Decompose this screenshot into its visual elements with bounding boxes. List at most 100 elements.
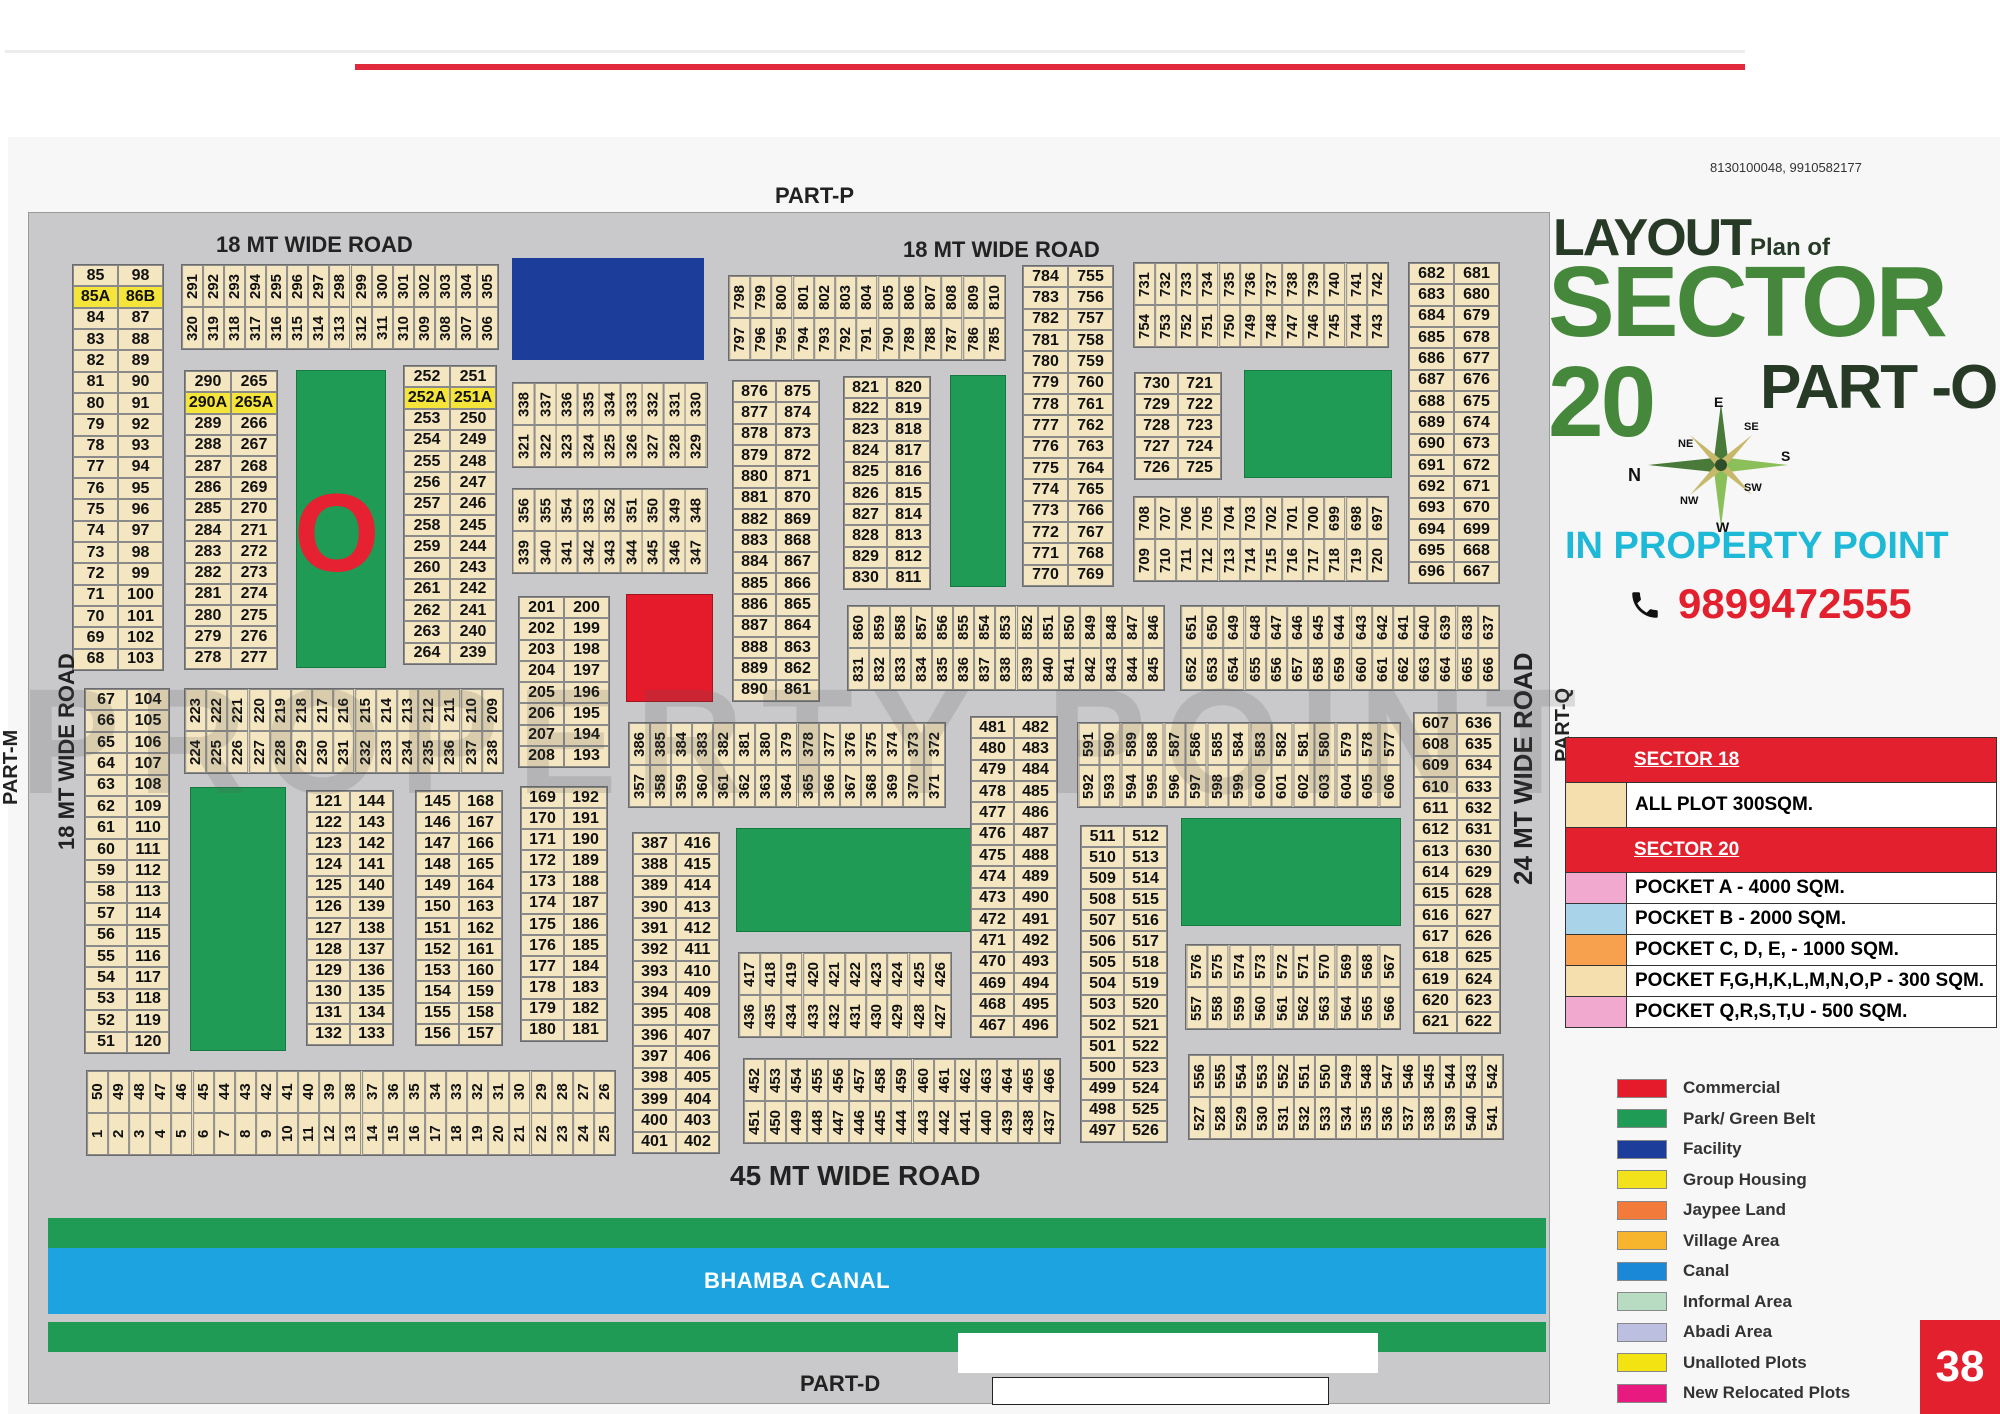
plot-cell[interactable]: 473 <box>971 887 1014 909</box>
plot-cell[interactable]: 44 <box>213 1071 235 1113</box>
plot-cell[interactable]: 628 <box>1457 883 1500 905</box>
plot-cell[interactable]: 549 <box>1335 1055 1357 1097</box>
plot-cell[interactable]: 312 <box>350 307 372 349</box>
plot-cell[interactable]: 140 <box>350 875 393 897</box>
plot-cell[interactable]: 708 <box>1134 497 1156 539</box>
plot-cell[interactable]: 169 <box>521 787 564 809</box>
plot-cell[interactable]: 321 <box>513 425 535 467</box>
plot-cell[interactable]: 773 <box>1023 500 1068 522</box>
plot-cell[interactable]: 514 <box>1124 868 1167 890</box>
plot-cell[interactable]: 610 <box>1414 777 1457 799</box>
plot-cell[interactable]: 208 <box>519 745 564 767</box>
plot-cell[interactable]: 517 <box>1124 931 1167 953</box>
plot-cell[interactable]: 699 <box>1324 497 1346 539</box>
plot-cell[interactable]: 789 <box>898 318 921 360</box>
plot-cell[interactable]: 107 <box>127 753 169 775</box>
plot-cell[interactable]: 259 <box>404 536 450 558</box>
plot-cell[interactable]: 316 <box>266 307 288 349</box>
plot-cell[interactable]: 42 <box>255 1071 278 1113</box>
plot-cell[interactable]: 402 <box>676 1131 719 1153</box>
plot-cell[interactable]: 713 <box>1218 539 1240 581</box>
plot-cell[interactable]: 167 <box>459 812 502 834</box>
plot-cell[interactable]: 325 <box>599 425 621 467</box>
plot-cell[interactable]: 10 <box>277 1113 299 1155</box>
plot-cell[interactable]: 292 <box>203 265 225 307</box>
plot-cell[interactable]: 705 <box>1197 497 1219 539</box>
plot-cell[interactable]: 75 <box>73 499 118 521</box>
plot-cell[interactable]: 419 <box>781 953 803 995</box>
plot-cell[interactable]: 177 <box>521 956 564 978</box>
plot-cell[interactable]: 244 <box>450 536 496 558</box>
plot-cell[interactable]: 445 <box>870 1101 892 1143</box>
plot-cell[interactable]: 637 <box>1477 606 1499 648</box>
plot-cell[interactable]: 352 <box>599 489 621 531</box>
plot-cell[interactable]: 390 <box>633 897 676 919</box>
plot-cell[interactable]: 261 <box>404 578 450 601</box>
plot-cell[interactable]: 872 <box>776 445 819 467</box>
plot-cell[interactable]: 475 <box>971 845 1014 867</box>
plot-cell[interactable]: 482 <box>1014 717 1057 739</box>
plot-cell[interactable]: 129 <box>307 960 350 982</box>
plot-cell[interactable]: 506 <box>1081 931 1124 953</box>
plot-cell[interactable]: 29 <box>530 1071 552 1113</box>
plot-cell[interactable]: 246 <box>450 493 496 515</box>
plot-cell[interactable]: 65 <box>85 731 127 754</box>
plot-cell[interactable]: 112 <box>127 860 169 882</box>
plot-cell[interactable]: 80 <box>73 392 118 415</box>
plot-cell[interactable]: 523 <box>1124 1057 1167 1079</box>
plot-cell[interactable]: 706 <box>1176 497 1198 539</box>
plot-cell[interactable]: 32 <box>467 1071 489 1113</box>
plot-cell[interactable]: 172 <box>521 850 564 872</box>
plot-cell[interactable]: 54 <box>85 967 127 989</box>
plot-cell[interactable]: 538 <box>1419 1097 1441 1139</box>
plot-cell[interactable]: 335 <box>577 383 600 425</box>
plot-cell[interactable]: 539 <box>1440 1097 1462 1139</box>
plot-cell[interactable]: 814 <box>887 504 930 526</box>
plot-cell[interactable]: 329 <box>685 425 707 467</box>
plot-cell[interactable]: 822 <box>844 398 887 420</box>
plot-cell[interactable]: 752 <box>1176 305 1198 347</box>
plot-cell[interactable]: 349 <box>663 489 686 531</box>
plot-cell[interactable]: 291 <box>182 265 204 307</box>
plot-cell[interactable]: 110 <box>127 817 169 839</box>
plot-cell[interactable]: 797 <box>729 318 751 360</box>
plot-cell[interactable]: 641 <box>1393 606 1415 648</box>
plot-cell[interactable]: 158 <box>459 1002 502 1024</box>
plot-cell[interactable]: 249 <box>450 429 496 452</box>
plot-cell[interactable]: 61 <box>85 817 127 839</box>
plot-cell[interactable]: 681 <box>1454 263 1499 285</box>
plot-cell[interactable]: 818 <box>887 419 930 441</box>
plot-cell[interactable]: 878 <box>733 423 776 445</box>
plot-cell[interactable]: 319 <box>203 307 225 349</box>
plot-cell[interactable]: 322 <box>534 425 557 467</box>
plot-cell[interactable]: 13 <box>340 1113 362 1155</box>
plot-cell[interactable]: 479 <box>971 759 1014 781</box>
plot-cell[interactable]: 765 <box>1068 479 1113 501</box>
plot-cell[interactable]: 278 <box>185 647 231 669</box>
plot-cell[interactable]: 415 <box>676 854 719 876</box>
plot-cell[interactable]: 52 <box>85 1010 127 1032</box>
plot-cell[interactable]: 68 <box>73 648 118 670</box>
plot-cell[interactable]: 881 <box>733 487 776 509</box>
plot-cell[interactable]: 241 <box>450 600 496 622</box>
plot-cell[interactable]: 745 <box>1324 305 1346 347</box>
plot-cell[interactable]: 800 <box>771 276 793 318</box>
plot-cell[interactable]: 157 <box>459 1023 502 1045</box>
plot-cell[interactable]: 721 <box>1178 373 1221 395</box>
plot-cell[interactable]: 816 <box>887 461 930 483</box>
plot-cell[interactable]: 762 <box>1068 415 1113 437</box>
plot-cell[interactable]: 550 <box>1314 1055 1336 1097</box>
plot-cell[interactable]: 401 <box>633 1131 676 1153</box>
plot-cell[interactable]: 252A <box>404 387 450 409</box>
plot-cell[interactable]: 792 <box>835 318 857 360</box>
plot-cell[interactable]: 698 <box>1345 497 1367 539</box>
plot-cell[interactable]: 242 <box>450 578 496 601</box>
plot-cell[interactable]: 189 <box>564 850 607 872</box>
plot-cell[interactable]: 536 <box>1377 1097 1399 1139</box>
plot-cell[interactable]: 420 <box>802 953 824 995</box>
plot-cell[interactable]: 89 <box>118 350 163 372</box>
plot-cell[interactable]: 754 <box>1134 305 1156 347</box>
plot-cell[interactable]: 203 <box>519 639 564 661</box>
plot-cell[interactable]: 802 <box>813 276 836 318</box>
plot-cell[interactable]: 630 <box>1457 841 1500 863</box>
